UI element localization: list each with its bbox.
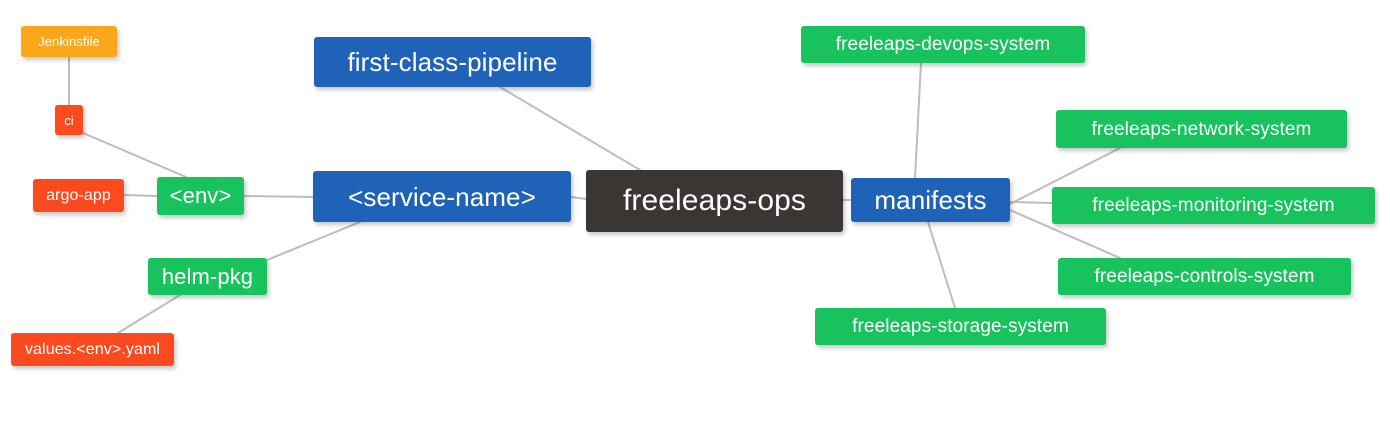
- edge-service-name-to-helm-pkg: [266, 221, 361, 261]
- mindmap-node-ci[interactable]: ci: [55, 105, 83, 135]
- mindmap-node-Jenkinsfile[interactable]: Jenkinsfile: [21, 26, 117, 57]
- mindmap-node-manifests[interactable]: manifests: [851, 178, 1010, 222]
- mindmap-node-freeleaps-storage-system[interactable]: freeleaps-storage-system: [815, 308, 1106, 345]
- edge-helm-pkg-to-values-env-yaml: [117, 294, 181, 334]
- edge-env-to-service-name: [243, 195, 314, 198]
- edge-manifests-to-freeleaps-storage-system: [927, 221, 956, 309]
- mindmap-node-freeleaps-devops-system[interactable]: freeleaps-devops-system: [801, 26, 1085, 63]
- mindmap-node-service-name[interactable]: <service-name>: [313, 171, 571, 222]
- mindmap-node-values-env-yaml[interactable]: values.<env>.yaml: [11, 333, 174, 366]
- edge-argo-app-to-env: [123, 194, 158, 197]
- mindmap-node-freeleaps-controls-system[interactable]: freeleaps-controls-system: [1058, 258, 1351, 295]
- mindmap-node-freeleaps-ops[interactable]: freeleaps-ops: [586, 170, 843, 232]
- mindmap-node-freeleaps-monitoring-system[interactable]: freeleaps-monitoring-system: [1052, 187, 1375, 224]
- edge-service-name-to-freeleaps-ops: [570, 196, 587, 200]
- mindmap-node-env[interactable]: <env>: [157, 177, 244, 215]
- mindmap-node-helm-pkg[interactable]: helm-pkg: [148, 258, 267, 295]
- mindmap-node-argo-app[interactable]: argo-app: [33, 179, 124, 212]
- mindmap-node-freeleaps-network-system[interactable]: freeleaps-network-system: [1056, 110, 1347, 148]
- edge-manifests-to-freeleaps-monitoring-system: [1009, 201, 1053, 204]
- edge-first-class-pipeline-to-freeleaps-ops: [499, 86, 641, 171]
- edge-manifests-to-freeleaps-devops-system: [914, 62, 922, 179]
- edge-ci-to-env: [82, 132, 187, 178]
- mindmap-node-first-class-pipeline[interactable]: first-class-pipeline: [314, 37, 591, 87]
